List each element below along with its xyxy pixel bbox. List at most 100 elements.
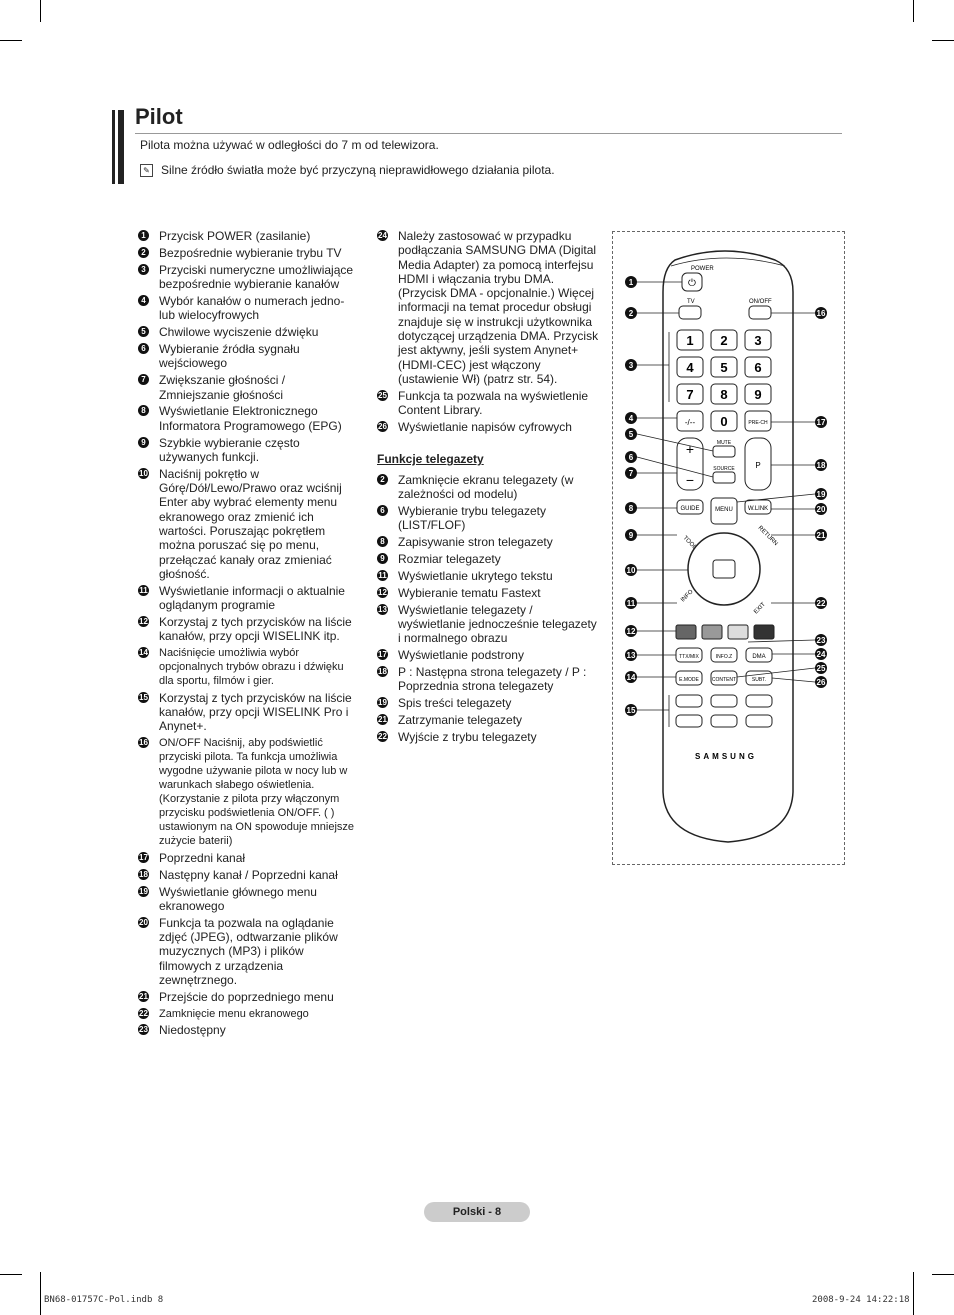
- volume-rocker[interactable]: [676, 437, 704, 491]
- title-rule: [135, 133, 842, 134]
- crop-mark: [40, 1272, 41, 1315]
- tv-label: TV: [687, 299, 695, 305]
- green-button[interactable]: [701, 624, 723, 640]
- svg-text:CONTENT: CONTENT: [712, 677, 736, 683]
- svg-text:11: 11: [627, 599, 636, 608]
- svg-text:16: 16: [817, 309, 826, 318]
- digit-button[interactable]: [710, 383, 738, 405]
- channel-rocker[interactable]: [744, 437, 772, 491]
- blue-button[interactable]: [753, 624, 775, 640]
- digit-button[interactable]: [676, 356, 704, 378]
- svg-text:8: 8: [720, 387, 727, 402]
- dash-button[interactable]: [676, 410, 704, 432]
- note: ✎ Silne źródło światła może być przyczyn…: [140, 163, 555, 177]
- svg-text:3: 3: [629, 361, 634, 370]
- remote-drawing: POWER ⏻ TV ON/OFF 1 2 3 4 5 6 7 8 9 0 -/…: [625, 250, 827, 843]
- svg-text:5: 5: [629, 430, 634, 439]
- record-button[interactable]: [675, 714, 703, 728]
- digit-button[interactable]: [710, 329, 738, 351]
- enter-button[interactable]: [712, 559, 736, 579]
- svg-text:2: 2: [629, 309, 634, 318]
- svg-text:4: 4: [686, 360, 694, 375]
- prech-button[interactable]: [744, 410, 772, 432]
- svg-text:18: 18: [817, 461, 826, 470]
- svg-text:10: 10: [627, 566, 636, 575]
- dma-button[interactable]: [745, 647, 773, 663]
- digit-button[interactable]: [676, 383, 704, 405]
- onoff-button[interactable]: [748, 305, 772, 320]
- red-button[interactable]: [675, 624, 697, 640]
- forward-button[interactable]: [745, 694, 773, 708]
- digit-button[interactable]: [744, 383, 772, 405]
- svg-text:SOURCE: SOURCE: [713, 466, 735, 472]
- content-button[interactable]: [710, 670, 738, 686]
- svg-text:1: 1: [686, 333, 693, 348]
- tv-button[interactable]: [678, 305, 702, 320]
- power-label: POWER: [691, 266, 714, 272]
- svg-text:1: 1: [629, 278, 634, 287]
- menu-button[interactable]: [710, 497, 738, 525]
- digit-button[interactable]: [710, 410, 738, 432]
- svg-text:7: 7: [629, 469, 634, 478]
- digit-button[interactable]: [744, 329, 772, 351]
- stop-button[interactable]: [745, 714, 773, 728]
- svg-text:MUTE: MUTE: [717, 440, 732, 446]
- source-button[interactable]: [712, 471, 736, 484]
- crop-mark: [932, 1274, 954, 1275]
- crop-mark: [0, 1274, 22, 1275]
- digit-button[interactable]: [744, 356, 772, 378]
- svg-text:6: 6: [629, 453, 634, 462]
- svg-text:22: 22: [817, 599, 826, 608]
- remote-illustration: POWER ⏻ TV ON/OFF 1 2 3 4 5 6 7 8 9 0 -/…: [612, 231, 845, 865]
- svg-text:14: 14: [627, 673, 636, 682]
- svg-text:5: 5: [720, 360, 727, 375]
- svg-text:6: 6: [754, 360, 761, 375]
- digit-button[interactable]: [710, 356, 738, 378]
- power-icon: ⏻: [688, 278, 696, 289]
- svg-text:9: 9: [754, 387, 761, 402]
- rewind-button[interactable]: [675, 694, 703, 708]
- svg-text:15: 15: [627, 706, 636, 715]
- yellow-button[interactable]: [727, 624, 749, 640]
- svg-text:3: 3: [754, 333, 761, 348]
- svg-text:P: P: [755, 461, 760, 470]
- svg-text:20: 20: [817, 505, 826, 514]
- pause-button[interactable]: [710, 694, 738, 708]
- svg-text:23: 23: [817, 636, 826, 645]
- teletext-heading: Funkcje telegazety: [377, 452, 484, 467]
- note-icon: ✎: [140, 163, 153, 177]
- digit-button[interactable]: [676, 329, 704, 351]
- svg-text:0: 0: [720, 414, 727, 429]
- print-info-date: 2008-9-24 14:22:18: [812, 1295, 910, 1305]
- mute-button[interactable]: [712, 445, 736, 458]
- guide-button[interactable]: [676, 499, 704, 515]
- svg-text:MENU: MENU: [715, 507, 733, 513]
- svg-text:TTX/MIX: TTX/MIX: [679, 654, 699, 660]
- svg-text:24: 24: [817, 650, 826, 659]
- svg-text:-/--: -/--: [685, 418, 696, 427]
- crop-mark: [932, 40, 954, 41]
- play-button[interactable]: [710, 714, 738, 728]
- emode-button[interactable]: [675, 670, 703, 686]
- info-z-button[interactable]: [710, 647, 738, 663]
